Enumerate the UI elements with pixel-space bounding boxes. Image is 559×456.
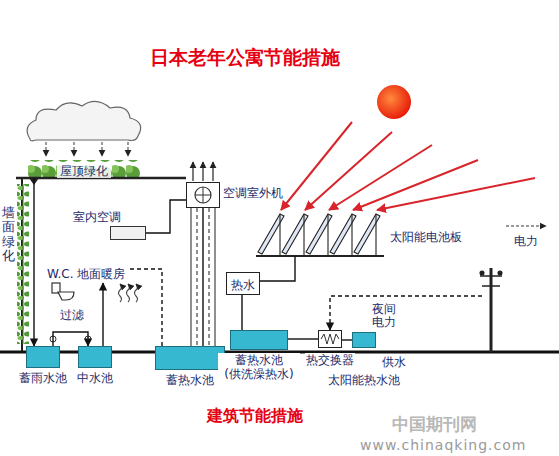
pipe-connector (102, 283, 103, 346)
heat-exchanger: 热交换器 (318, 330, 342, 348)
pipe-connector (241, 295, 242, 330)
roof-greening: 屋顶绿化 (28, 158, 140, 178)
node-label: 墙面绿化 (2, 206, 15, 263)
power-arrow (506, 225, 546, 226)
node-label: 太阳能电池板 (390, 230, 462, 244)
rain (46, 142, 128, 156)
pipe-connector (202, 208, 203, 346)
solar-panel-array: 太阳能电池板 (256, 210, 386, 256)
pipe-connector (288, 338, 318, 339)
fan-blades (195, 187, 211, 203)
filter-label: 过滤 (60, 308, 84, 322)
node-label: 太阳能热水池 (327, 373, 401, 387)
floor-heat (119, 284, 138, 302)
node-label: W.C. 地面暖房 (47, 267, 125, 281)
night-power-label: 夜间电力 (372, 303, 396, 329)
node-label: 屋顶绿化 (57, 164, 111, 178)
node-label: 蓄热水池 (供洗澡热水) (218, 353, 300, 382)
pipe-connector (33, 178, 34, 346)
exhaust-arrows (193, 162, 213, 181)
power-pole (480, 268, 502, 352)
sun (377, 85, 411, 119)
node-label: 中水池 (76, 371, 114, 385)
wall-greening: 墙面绿化 (2, 206, 23, 268)
pipe-connector (330, 296, 482, 330)
water-supply-label: 供水 (382, 355, 406, 369)
exchanger-coil (321, 334, 339, 344)
sun-rays (281, 122, 535, 210)
roof-bushes (28, 160, 140, 178)
watermark: 中国期刊网 (392, 414, 477, 434)
pipe-connector (342, 339, 352, 340)
hot-water-storage-tank: 蓄热水池 (供洗澡热水) (230, 330, 288, 350)
heat-storage-tank: 蓄热水池 (155, 346, 225, 370)
power-supply: 电力 (482, 268, 500, 352)
hot-water-heater: 热水 (226, 272, 260, 295)
vine-stem (23, 184, 24, 344)
pipe-connector (53, 332, 88, 346)
fan (195, 187, 211, 203)
node-label: 蓄雨水池 (18, 371, 68, 385)
watermark-url: www.chinaqking.com (360, 437, 526, 454)
ac-outdoor-unit: 空调室外机 (186, 182, 220, 208)
greywater-tank: 中水池 (78, 346, 112, 368)
wc-floor-heating: W.C. 地面暖房 (44, 262, 128, 283)
node-label: 空调室外机 (223, 186, 283, 200)
pipe-connector (260, 256, 295, 281)
node-label: 室内空调 (73, 210, 121, 224)
cloud (27, 101, 141, 140)
rainwater-tank: 蓄雨水池 (26, 346, 60, 368)
pipe-connector (128, 269, 162, 346)
title: 日本老年公寓节能措施 (150, 46, 340, 69)
pipe-connector (146, 200, 186, 233)
caption: 建筑节能措施 (207, 406, 303, 425)
toilet-icon (52, 283, 74, 300)
node-label: 热水 (231, 278, 255, 292)
node-label: 蓄热水池 (165, 373, 215, 387)
node-label: 电力 (514, 234, 538, 248)
node-label: 热交换器 (305, 353, 355, 367)
indoor-ac: 室内空调 (110, 226, 146, 240)
solar-hot-water-tank: 太阳能热水池 (352, 332, 376, 348)
heat-pipes (191, 208, 215, 346)
wall-vines (17, 184, 29, 344)
solar-panels (256, 214, 384, 256)
